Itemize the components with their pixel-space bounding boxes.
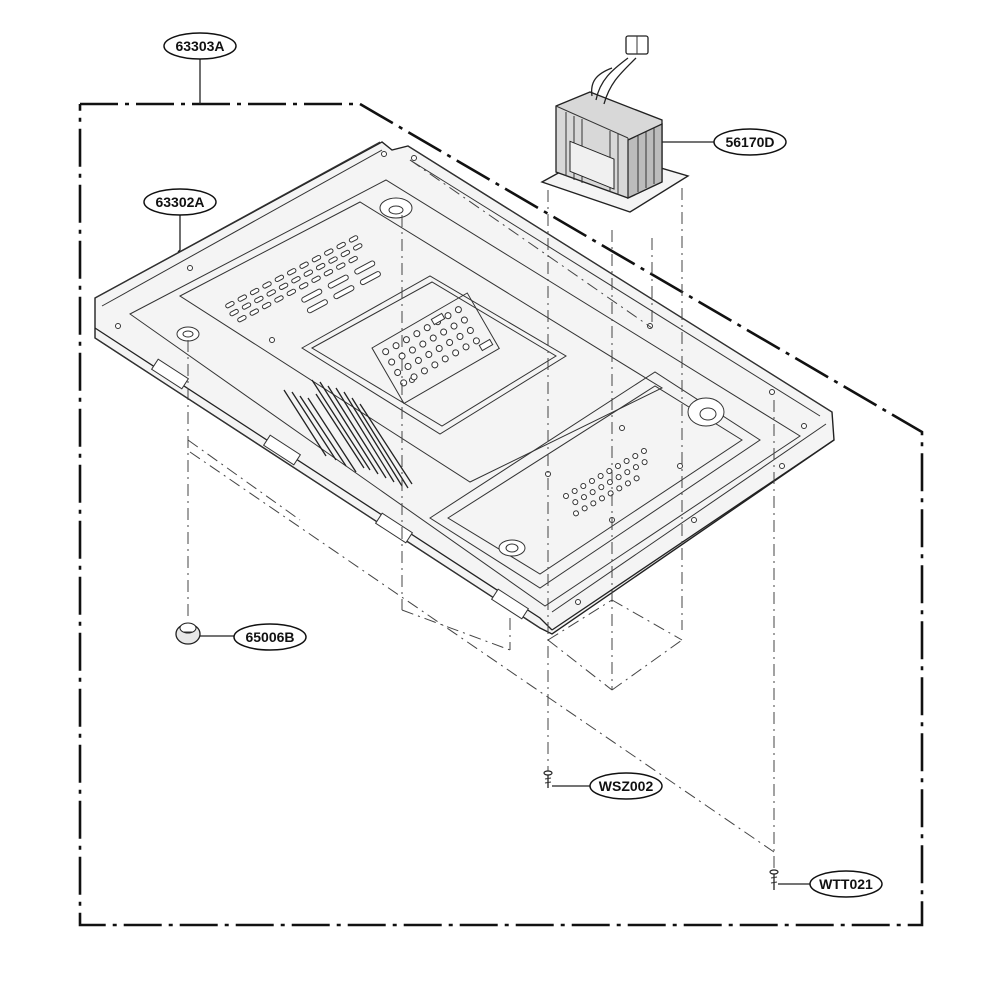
callout-label-63303a: 63303A xyxy=(175,38,224,54)
callout-65006b: 65006B xyxy=(233,623,307,651)
side-louvres xyxy=(283,379,413,489)
screw-wsz002 xyxy=(543,770,553,788)
tray-vent-holes xyxy=(563,448,648,517)
callout-label-63302a: 63302A xyxy=(155,194,204,210)
callout-label-65006b: 65006B xyxy=(245,629,294,645)
transformer xyxy=(540,35,690,213)
assembly-border xyxy=(78,102,924,927)
callout-wsz002: WSZ002 xyxy=(589,772,663,800)
callout-label-wsz002: WSZ002 xyxy=(599,778,654,794)
vent-grille-top xyxy=(225,235,381,323)
callout-63302a: 63302A xyxy=(143,188,217,216)
callout-56170d: 56170D xyxy=(713,128,787,156)
center-hole-grid xyxy=(371,292,500,405)
screw-wtt021 xyxy=(769,869,779,890)
callout-label-wtt021: WTT021 xyxy=(819,876,873,892)
leader-63302a xyxy=(177,214,181,253)
foot-part xyxy=(175,622,201,645)
assembly-guide-lines xyxy=(187,159,775,870)
callout-wtt021: WTT021 xyxy=(809,870,883,898)
callout-label-56170d: 56170D xyxy=(725,134,774,150)
base-plate xyxy=(94,141,835,635)
callout-63303a: 63303A xyxy=(163,32,237,60)
